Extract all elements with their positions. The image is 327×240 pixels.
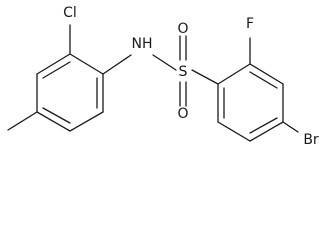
atom-label-oxygen-top: O — [177, 21, 188, 37]
bond — [217, 63, 251, 85]
bond — [249, 121, 284, 142]
bond — [69, 53, 104, 75]
atom-label-oxygen-bottom: O — [177, 106, 188, 122]
bond — [42, 61, 71, 79]
bond — [69, 111, 104, 132]
atom-label-chlorine: Cl — [63, 5, 77, 21]
bond-nh-to-s — [152, 54, 177, 71]
bond-to-nh — [102, 54, 132, 75]
bond-to-bromine — [282, 121, 299, 133]
atom-label-bromine: Br — [303, 132, 319, 148]
bond-s-to-ring — [191, 69, 219, 85]
bond — [217, 121, 251, 142]
left-benzene-ring — [36, 53, 104, 132]
structure-diagram: Cl NH S O O F Br — [7, 5, 319, 148]
molecule-drawing: Cl NH S O O F Br — [7, 5, 319, 148]
bond — [249, 71, 278, 89]
atom-label-sulfur: S — [179, 64, 188, 80]
bond — [36, 53, 71, 75]
right-benzene-ring — [217, 63, 284, 142]
bond — [42, 107, 71, 124]
bond — [36, 111, 71, 132]
bond-to-methyl — [7, 111, 38, 131]
atom-label-nh: NH — [132, 36, 153, 52]
bond — [249, 117, 278, 134]
atom-label-fluorine: F — [246, 16, 254, 32]
bond — [249, 63, 284, 85]
